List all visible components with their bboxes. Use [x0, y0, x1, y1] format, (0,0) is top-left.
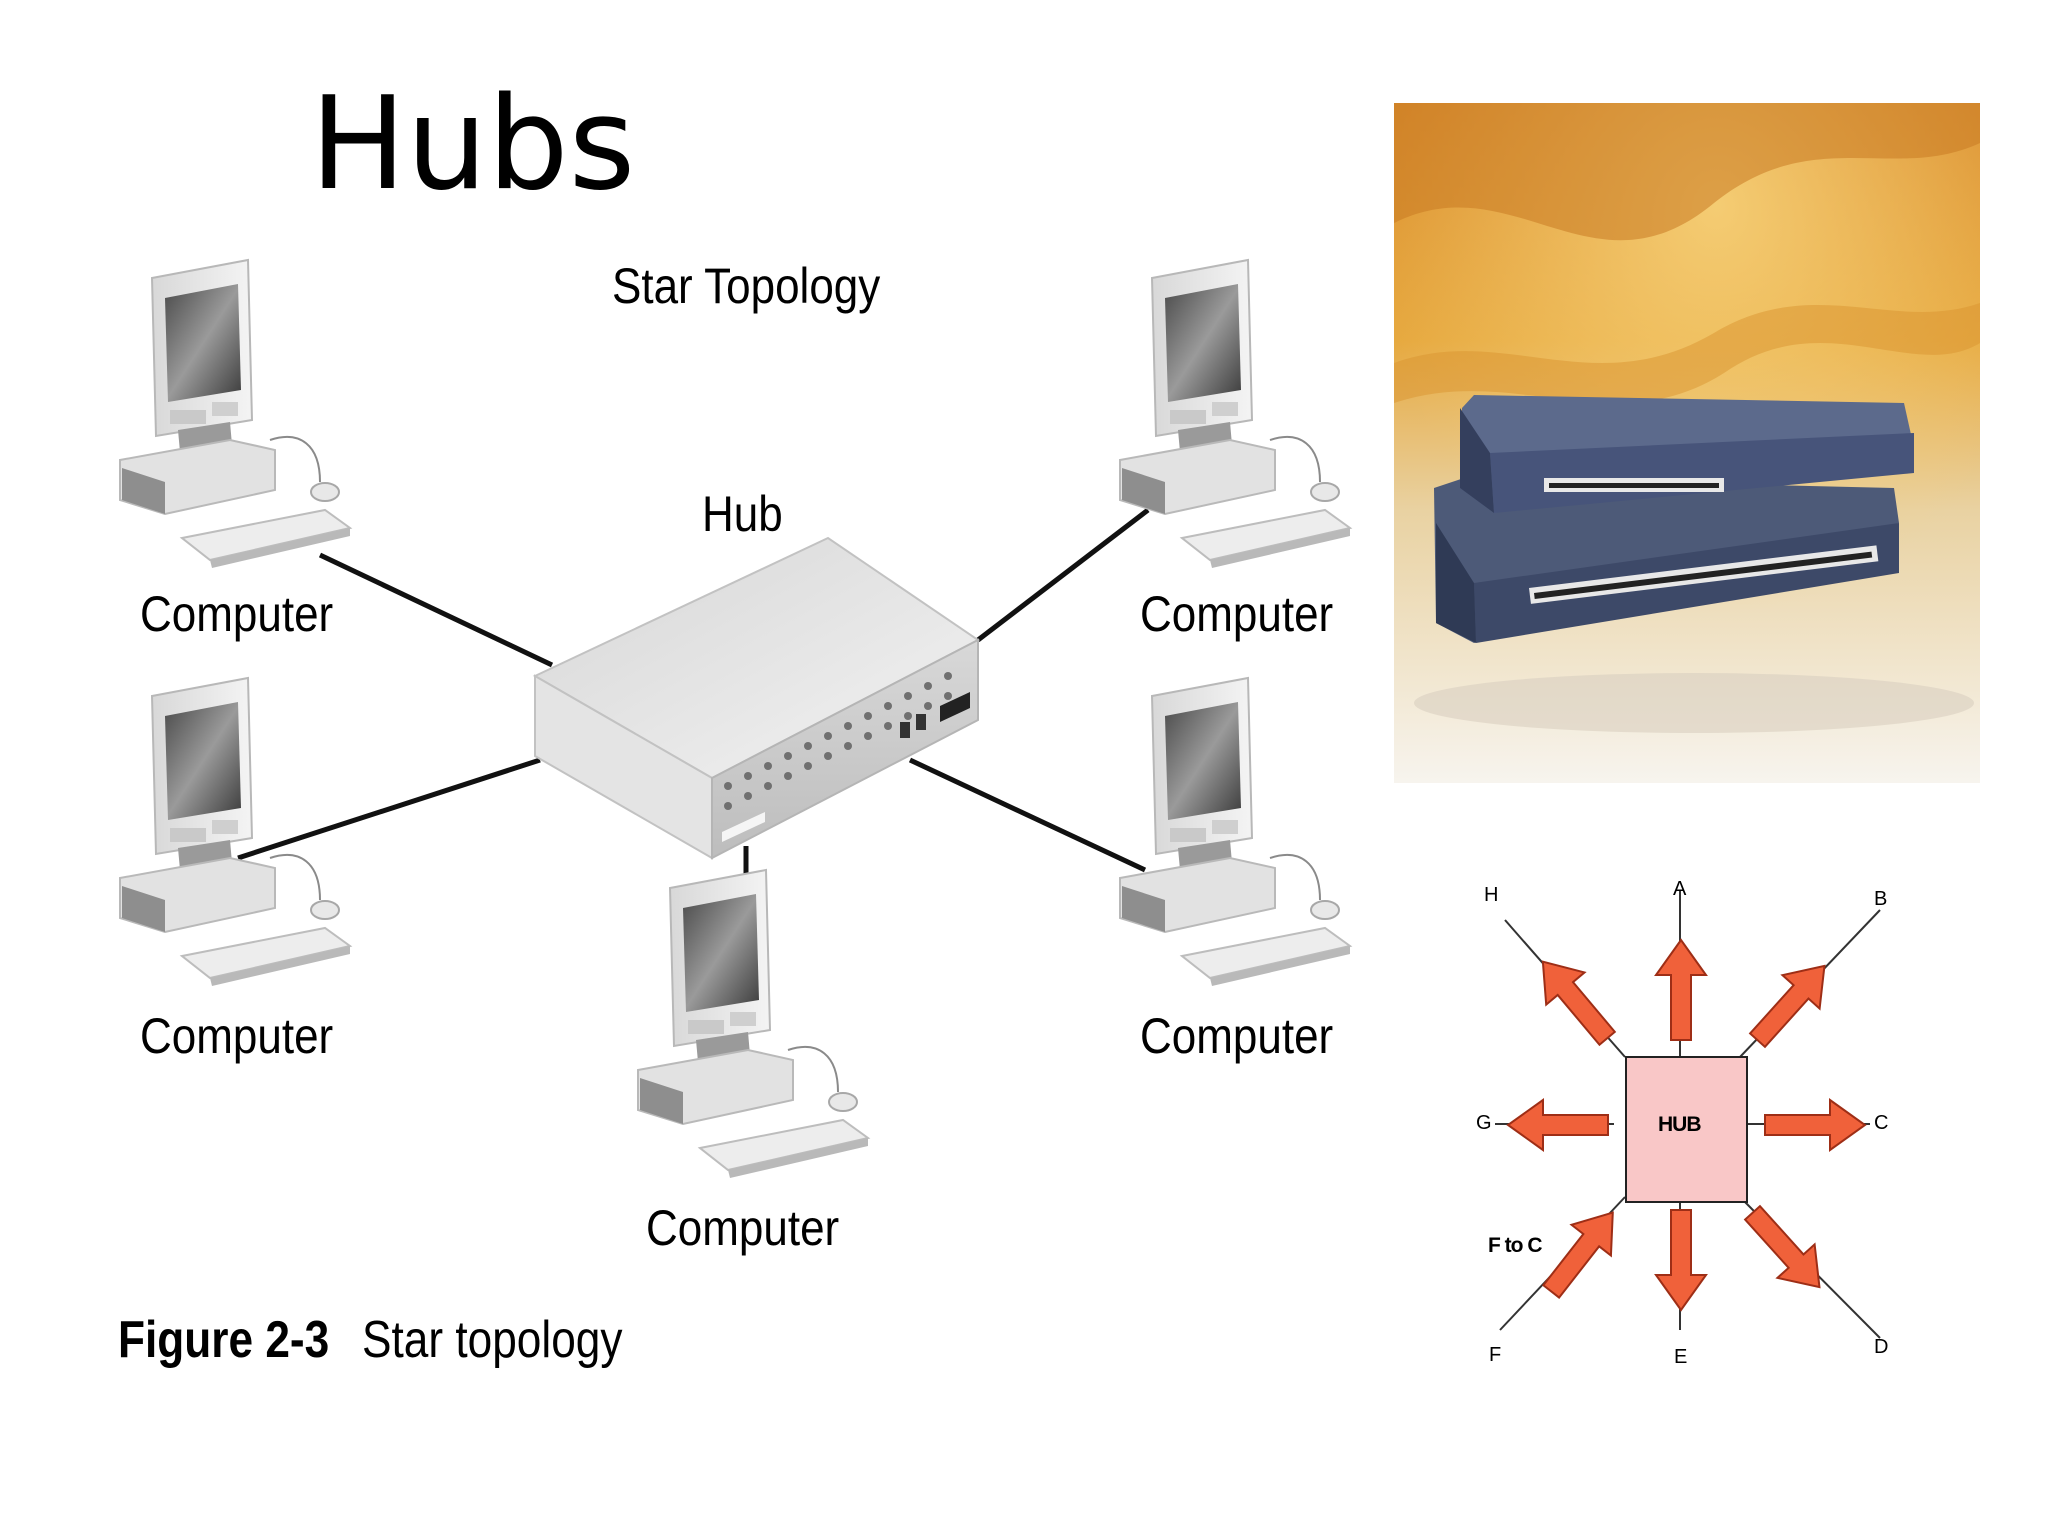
cable-bottom-left — [237, 757, 541, 861]
cable-top-left — [318, 552, 554, 668]
hub-annotation-f-to-c: F to C — [1488, 1234, 1542, 1257]
arrow-to-h — [1522, 944, 1628, 1056]
arrow-from-f — [1530, 1196, 1634, 1308]
port-label-c: C — [1874, 1112, 1889, 1134]
hub-box — [1625, 1056, 1748, 1203]
port-label-h: H — [1484, 884, 1499, 906]
page-title: Hubs — [310, 70, 636, 219]
figure-caption-number: Figure 2-3 — [118, 1311, 330, 1369]
hub-device — [532, 536, 980, 860]
port-label-f: F — [1489, 1344, 1502, 1366]
hub-center-label: HUB — [1658, 1113, 1701, 1136]
cable-bottom-right — [908, 757, 1147, 873]
port-label-e: E — [1674, 1346, 1688, 1368]
hub-label: Hub — [702, 486, 783, 542]
arrow-to-g — [1507, 1099, 1609, 1151]
network-hub-photo — [1394, 103, 1980, 783]
computer-label-bottom-right: Computer — [1140, 1008, 1334, 1064]
arrow-to-a — [1655, 939, 1707, 1041]
computer-label-top-left: Computer — [140, 586, 334, 642]
port-label-a: A — [1673, 878, 1687, 900]
computer-label-top-right: Computer — [1140, 586, 1334, 642]
port-label-d: D — [1874, 1336, 1889, 1358]
arrow-to-c — [1764, 1099, 1866, 1151]
diagram-heading: Star Topology — [612, 258, 881, 314]
arrow-to-e — [1655, 1209, 1707, 1311]
figure-caption-text: Star topology — [362, 1311, 623, 1369]
cable-top-right — [976, 508, 1150, 642]
arrow-to-d — [1732, 1195, 1840, 1305]
port-label-b: B — [1874, 888, 1888, 910]
computer-label-bottom-center: Computer — [646, 1200, 840, 1256]
port-label-g: G — [1476, 1112, 1492, 1134]
computer-label-bottom-left: Computer — [140, 1008, 334, 1064]
